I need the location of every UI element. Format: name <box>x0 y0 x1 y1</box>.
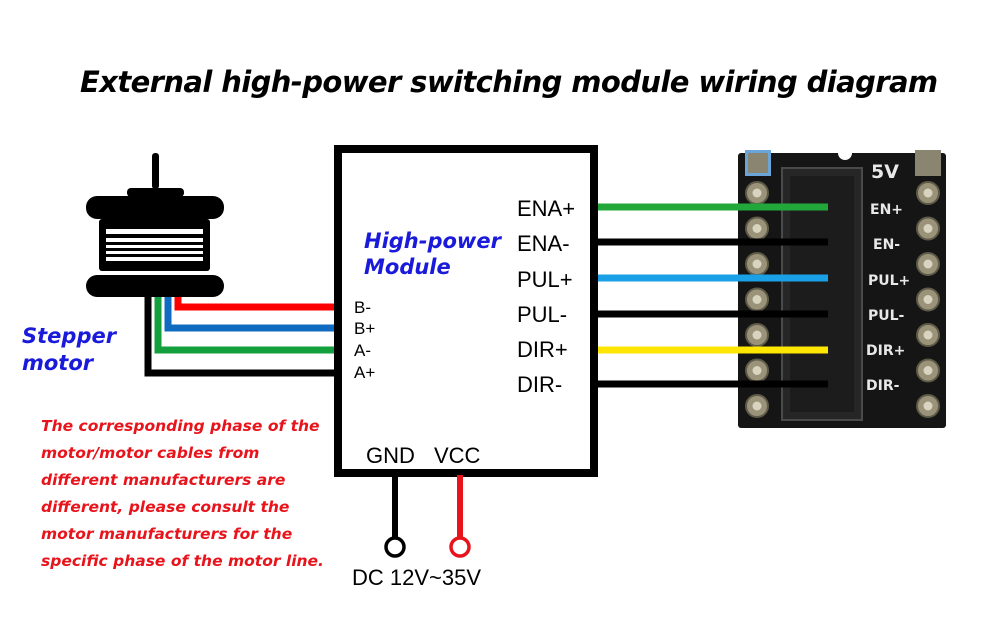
board-label-pul-plus: PUL+ <box>868 273 910 289</box>
pin-label-pul-plus: PUL+ <box>517 267 573 292</box>
gnd-terminal-icon <box>384 536 406 558</box>
note-line: different, please consult the <box>41 498 289 516</box>
board-label-en-minus: EN- <box>873 237 900 253</box>
pin-label-b-minus: B- <box>354 298 371 317</box>
module-name-line1: High-power <box>364 229 503 253</box>
wire-a-plus <box>144 297 340 377</box>
stepper-motor-label-line2: motor <box>22 351 95 375</box>
phase-note: The corresponding phase of the motor/mot… <box>41 417 324 570</box>
note-line: different manufacturers are <box>41 471 285 489</box>
solder-pad-center <box>923 401 933 411</box>
solder-pad-center <box>752 366 762 375</box>
board-label-dir-plus: DIR+ <box>866 343 905 359</box>
solder-pad-center <box>923 259 933 269</box>
signal-wires <box>598 203 828 388</box>
pin-label-a-plus: A+ <box>354 363 375 382</box>
pin-label-dir-minus: DIR- <box>517 372 562 397</box>
wire-b-plus <box>164 297 340 332</box>
board-pads-right <box>916 181 940 418</box>
diagram-title: External high-power switching module wir… <box>80 65 938 99</box>
solder-pad-center <box>752 224 762 233</box>
wire-a-minus <box>154 297 340 354</box>
pin-label-a-minus: A- <box>354 341 371 360</box>
board-pads-left <box>745 181 769 418</box>
vcc-terminal-icon <box>449 536 471 558</box>
power-wires <box>384 475 471 558</box>
solder-pad-center <box>923 224 933 233</box>
solder-pad-center <box>752 188 762 198</box>
board-label-5v: 5V <box>871 161 899 183</box>
board-label-pul-minus: PUL- <box>868 308 905 324</box>
note-line: motor/motor cables from <box>41 444 259 462</box>
solder-pad-center <box>752 401 762 411</box>
note-line: The corresponding phase of the <box>41 417 320 435</box>
driver-board: 5V EN+ EN- PUL+ PUL- DIR+ DIR- <box>738 150 946 428</box>
pin-label-ena-plus: ENA+ <box>517 196 575 221</box>
solder-pad-center <box>923 366 933 375</box>
note-line: motor manufacturers for the <box>41 525 292 543</box>
wire-b-minus <box>174 297 340 311</box>
board-label-dir-minus: DIR- <box>866 378 900 394</box>
stepper-motor-icon <box>86 153 224 297</box>
solder-pad-center <box>923 188 933 198</box>
solder-pad-center <box>752 330 762 340</box>
pin-label-pul-minus: PUL- <box>517 302 567 327</box>
board-label-en-plus: EN+ <box>870 202 903 218</box>
pin-label-b-plus: B+ <box>354 319 375 338</box>
note-line: specific phase of the motor line. <box>41 552 324 570</box>
pin-label-vcc: VCC <box>434 443 481 468</box>
solder-pad-center <box>752 259 762 269</box>
high-power-module-box <box>334 145 598 477</box>
solder-pad-center <box>752 295 762 304</box>
pin-label-dir-plus: DIR+ <box>517 337 568 362</box>
pin-label-gnd: GND <box>366 443 415 468</box>
solder-pad-center <box>923 330 933 340</box>
motor-wires <box>144 297 340 377</box>
module-name-line2: Module <box>364 255 451 279</box>
pin-label-ena-minus: ENA- <box>517 231 570 256</box>
stepper-motor-label-line1: Stepper <box>22 324 118 348</box>
solder-pad-center <box>923 295 933 304</box>
power-supply-label: DC 12V~35V <box>352 565 481 590</box>
